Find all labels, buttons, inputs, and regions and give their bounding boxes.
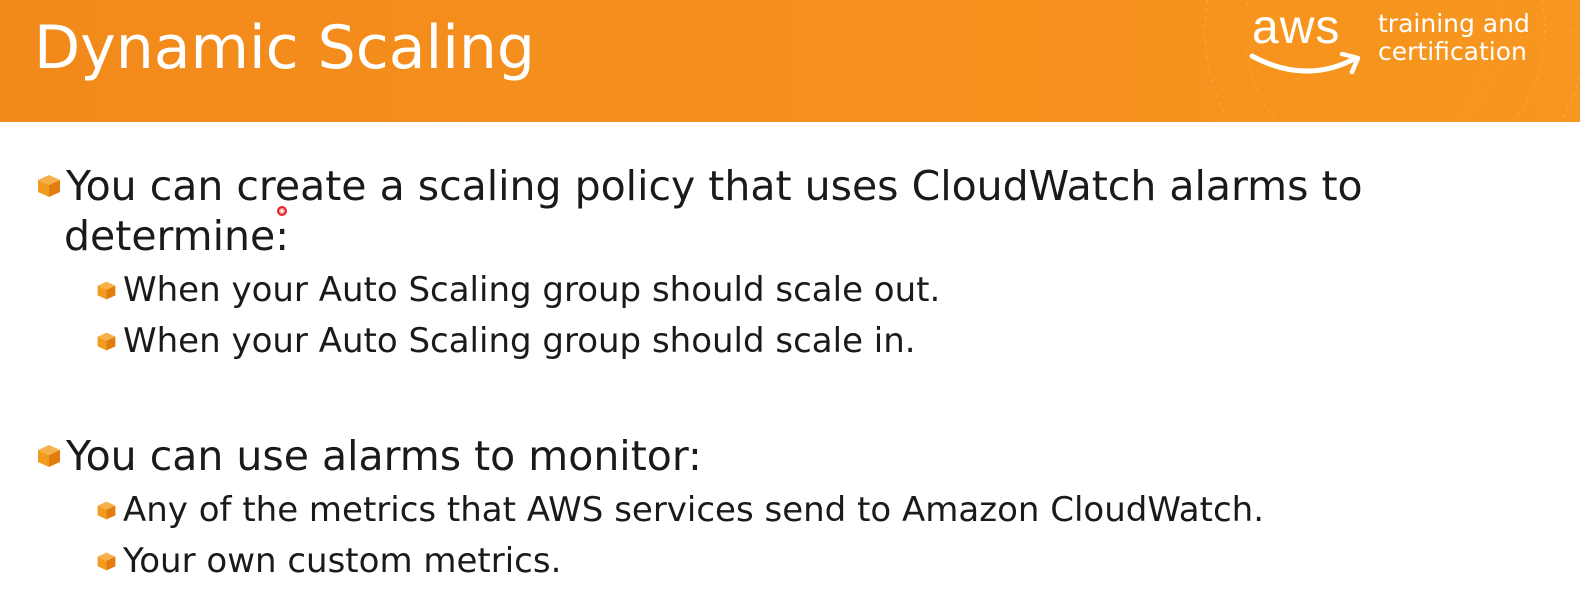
aws-tagline: training and certification [1378, 10, 1530, 66]
bullet-1-line-1: You can create a scaling policy that use… [66, 162, 1363, 210]
sub-bullet-text: Your own custom metrics. [123, 541, 562, 581]
orange-cube-icon [38, 445, 60, 467]
slide-title: Dynamic Scaling [34, 13, 535, 83]
orange-cube-icon [97, 501, 116, 520]
aws-smile-arrow-icon [1249, 51, 1361, 75]
sub-bullet-1-2: When your Auto Scaling group should scal… [96, 319, 1296, 363]
orange-cube-icon [97, 552, 116, 571]
slide-header: Dynamic Scaling aws training and certifi… [0, 0, 1580, 122]
sub-bullet-2-2: Your own custom metrics. [96, 539, 1296, 583]
bullet-1-line-2: determine: [64, 212, 290, 260]
bullet-2: You can use alarms to monitor: [36, 430, 1436, 482]
bullet-2-line-1: You can use alarms to monitor: [66, 432, 702, 480]
aws-training-logo: aws training and certification [1248, 4, 1548, 84]
orange-cube-icon [97, 281, 116, 300]
sub-bullet-1-1: When your Auto Scaling group should scal… [96, 268, 1296, 312]
red-pointer-dot [277, 206, 287, 216]
orange-cube-icon [97, 332, 116, 351]
sub-bullet-text: When your Auto Scaling group should scal… [123, 321, 916, 361]
slide-body: You can create a scaling policy that use… [0, 122, 1580, 598]
bullet-1: You can create a scaling policy that use… [36, 160, 1436, 270]
header-decoration [1204, 0, 1580, 122]
aws-wordmark: aws [1252, 1, 1341, 54]
aws-tagline-line1: training and [1378, 9, 1530, 38]
sub-bullet-text: When your Auto Scaling group should scal… [123, 270, 941, 310]
aws-tagline-line2: certification [1378, 37, 1527, 66]
sub-bullet-2-1: Any of the metrics that AWS services sen… [96, 488, 1396, 532]
orange-cube-icon [38, 175, 60, 197]
sub-bullet-text: Any of the metrics that AWS services sen… [123, 490, 1265, 530]
